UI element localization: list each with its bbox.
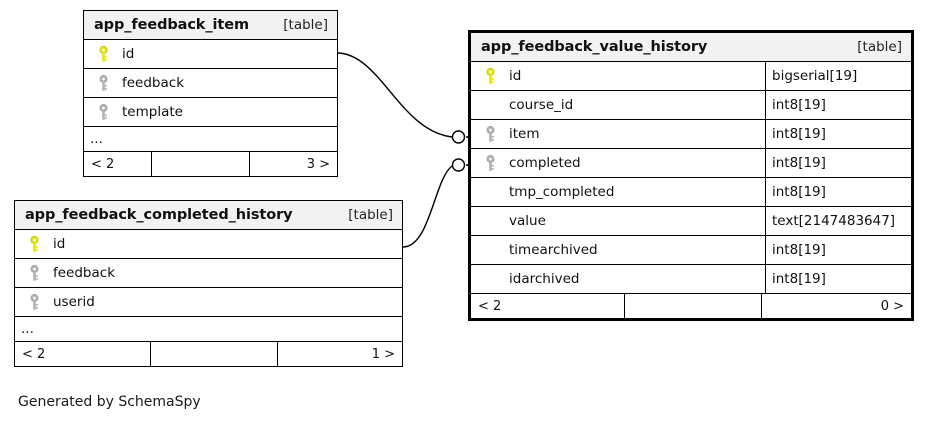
foreign-key-icon [479, 125, 501, 143]
ellipsis-label: ... [21, 321, 34, 337]
ellipsis-label: ... [90, 131, 103, 147]
table-row[interactable]: course_id int8[19] [471, 91, 911, 120]
foreign-key-icon [479, 154, 501, 172]
column-name: template [122, 104, 183, 120]
table-title: app_feedback_item [94, 17, 249, 33]
table-row[interactable]: feedback [84, 69, 337, 98]
column-cell: tmp_completed [471, 178, 765, 206]
column-name: id [122, 46, 135, 62]
column-name: feedback [53, 265, 116, 281]
table-row[interactable]: item int8[19] [471, 120, 911, 149]
column-cell: feedback [84, 69, 337, 97]
primary-key-icon [92, 45, 114, 63]
table-row[interactable]: tmp_completed int8[19] [471, 178, 911, 207]
column-cell: userid [15, 288, 402, 316]
table-pager[interactable]: < 2 1 > [15, 342, 402, 366]
table-app-feedback-completed-history[interactable]: app_feedback_completed_history [table] i… [14, 200, 403, 367]
foreign-key-icon [23, 293, 45, 311]
column-type: int8[19] [765, 91, 911, 119]
column-name: id [53, 236, 66, 252]
pager-next[interactable]: 1 > [371, 346, 395, 362]
column-cell: value [471, 207, 765, 235]
table-row[interactable]: id [84, 40, 337, 69]
column-type: text[2147483647] [765, 207, 911, 235]
generated-by-caption: Generated by SchemaSpy [18, 394, 201, 410]
pager-prev[interactable]: < 2 [471, 294, 625, 318]
column-name: item [509, 126, 540, 142]
column-cell: item [471, 120, 765, 148]
column-name: value [509, 213, 546, 229]
column-name: timearchived [509, 242, 598, 258]
column-type: int8[19] [765, 149, 911, 177]
table-header: app_feedback_item [table] [84, 11, 337, 40]
pager-middle [151, 342, 278, 366]
table-type-tag: [table] [857, 39, 902, 55]
table-header: app_feedback_completed_history [table] [15, 201, 402, 230]
table-type-tag: [table] [348, 207, 393, 223]
column-name: completed [509, 155, 581, 171]
relationship-item-to-value-history [336, 52, 478, 144]
column-cell: course_id [471, 91, 765, 119]
pager-middle [625, 294, 762, 318]
column-name: feedback [122, 75, 185, 91]
column-name: course_id [509, 97, 574, 113]
table-header: app_feedback_value_history [table] [471, 33, 911, 62]
table-row[interactable]: id bigserial[19] [471, 62, 911, 91]
column-cell: id [471, 62, 765, 90]
column-cell: completed [471, 149, 765, 177]
pager-next[interactable]: 0 > [880, 298, 904, 314]
foreign-key-icon [23, 264, 45, 282]
column-name: userid [53, 294, 95, 310]
table-row[interactable]: timearchived int8[19] [471, 236, 911, 265]
table-row[interactable]: value text[2147483647] [471, 207, 911, 236]
more-columns-indicator: ... [84, 127, 337, 152]
column-type: int8[19] [765, 178, 911, 206]
column-cell: id [84, 40, 337, 68]
pager-prev[interactable]: < 2 [84, 152, 152, 176]
column-type: int8[19] [765, 265, 911, 293]
column-type: int8[19] [765, 236, 911, 264]
table-title: app_feedback_value_history [481, 39, 708, 55]
table-app-feedback-value-history[interactable]: app_feedback_value_history [table] id bi… [468, 30, 914, 321]
pager-next[interactable]: 3 > [306, 156, 330, 172]
table-row[interactable]: idarchived int8[19] [471, 265, 911, 294]
column-cell: timearchived [471, 236, 765, 264]
primary-key-icon [479, 67, 501, 85]
table-app-feedback-item[interactable]: app_feedback_item [table] id [83, 10, 338, 177]
primary-key-icon [23, 235, 45, 253]
more-columns-indicator: ... [15, 317, 402, 342]
foreign-key-icon [92, 103, 114, 121]
table-title: app_feedback_completed_history [25, 207, 293, 223]
table-pager[interactable]: < 2 0 > [471, 294, 911, 318]
column-type: bigserial[19] [765, 62, 911, 90]
column-name: idarchived [509, 271, 580, 287]
pager-prev[interactable]: < 2 [15, 342, 151, 366]
column-cell: template [84, 98, 337, 126]
foreign-key-icon [92, 74, 114, 92]
column-name: tmp_completed [509, 184, 615, 200]
pager-middle [152, 152, 250, 176]
relationship-completed-history-to-value-history [402, 158, 478, 248]
column-cell: idarchived [471, 265, 765, 293]
column-type: int8[19] [765, 120, 911, 148]
column-name: id [509, 68, 522, 84]
table-row[interactable]: completed int8[19] [471, 149, 911, 178]
column-cell: feedback [15, 259, 402, 287]
table-row[interactable]: feedback [15, 259, 402, 288]
table-row[interactable]: userid [15, 288, 402, 317]
column-cell: id [15, 230, 402, 258]
table-pager[interactable]: < 2 3 > [84, 152, 337, 176]
table-row[interactable]: template [84, 98, 337, 127]
table-row[interactable]: id [15, 230, 402, 259]
table-type-tag: [table] [283, 17, 328, 33]
